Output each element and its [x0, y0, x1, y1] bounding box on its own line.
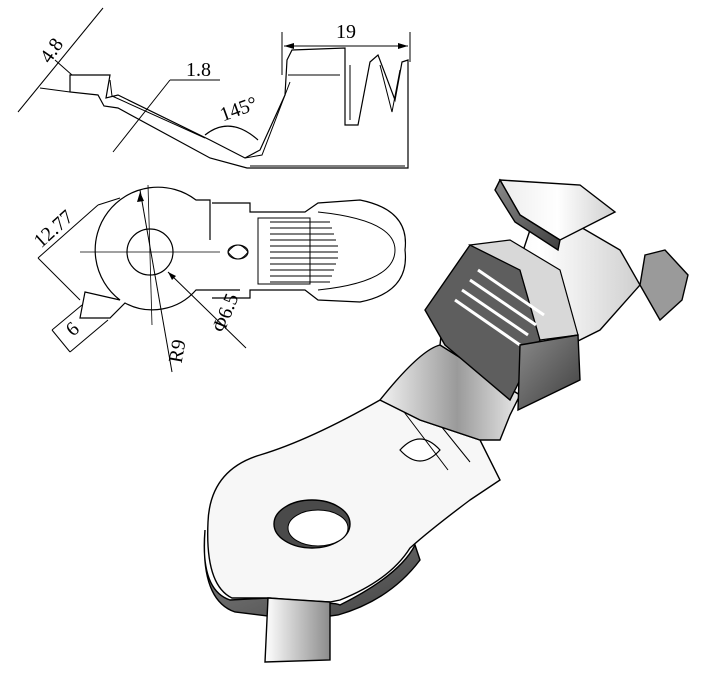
- top-view-slot: [227, 244, 249, 260]
- side-view: 4.8 1.8 145° 19: [17, 7, 411, 169]
- crimp-serrations: [454, 268, 545, 347]
- dim-angle-label: 145°: [217, 93, 260, 127]
- barrel-rear-tab: [639, 249, 689, 322]
- neck-slot: [399, 438, 441, 462]
- ring-plate-edge: [203, 529, 421, 621]
- bend-section: [378, 344, 521, 441]
- crimp-box-front: [517, 334, 581, 412]
- barrel-wing-edge: [494, 178, 561, 252]
- isometric-view: [203, 178, 689, 663]
- dim-angle-arc: [204, 125, 259, 141]
- dim-hole-line: [167, 271, 247, 349]
- top-view: 12.77 6 R9 Φ6.5: [30, 184, 407, 373]
- side-view-outline: [69, 47, 409, 169]
- ring-plate-hole-inner: [287, 509, 349, 547]
- dim-12-77-line: [37, 204, 99, 259]
- dim-19-label: 19: [336, 21, 356, 43]
- dim-hole-label: Φ6.5: [208, 290, 243, 335]
- dim-4-8-label: 4.8: [36, 34, 68, 67]
- dim-4-8-line: [17, 7, 104, 113]
- dim-r9-line: [139, 189, 173, 373]
- dim-1-8-line: [112, 79, 171, 153]
- dim-1-8-label: 1.8: [186, 59, 211, 81]
- top-view-ring-outline: [79, 186, 240, 319]
- side-view-inner-line: [109, 64, 401, 139]
- dim-6-line: [51, 329, 71, 353]
- dim-r9-label: R9: [165, 338, 191, 365]
- top-view-barrel: [212, 199, 407, 303]
- dim-6-label: 6: [62, 318, 84, 341]
- top-view-serrations: [270, 221, 338, 283]
- bent-tab: [264, 597, 331, 663]
- top-view-serrations-box: [257, 217, 311, 285]
